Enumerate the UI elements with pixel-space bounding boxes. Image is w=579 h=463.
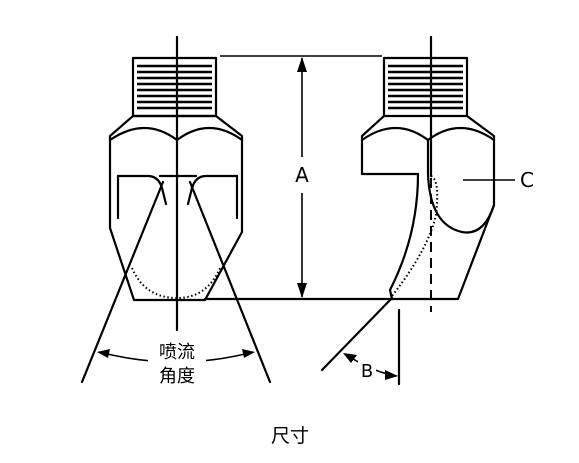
- right-nozzle-side-view: B C: [320, 35, 534, 386]
- right-spray-line: [320, 296, 394, 372]
- dim-a-arrow-top: [297, 57, 307, 72]
- dim-b-arrow-right: [385, 370, 398, 380]
- right-hex-chamfer: [360, 127, 496, 142]
- right-hex-right: [456, 114, 496, 301]
- dim-a-arrow-bottom: [297, 283, 307, 298]
- spray-line-left: [80, 180, 165, 384]
- diagram-caption: 尺寸: [271, 425, 309, 447]
- left-nozzle-front-view: 喷流 角度: [80, 35, 272, 387]
- spray-angle-label-2: 角度: [159, 366, 195, 387]
- dim-c-label: C: [520, 168, 534, 192]
- left-deflector-left: [116, 174, 168, 206]
- right-deflector-outer: [426, 172, 496, 234]
- dim-b-label: B: [361, 361, 373, 382]
- left-deflector-right: [186, 174, 239, 206]
- dim-b-arrow-left: [343, 353, 357, 363]
- spray-angle-arrow-left: [97, 349, 110, 358]
- right-hex-left: [360, 114, 420, 176]
- right-thread-fitting: [382, 56, 469, 118]
- right-deflector-dotted: [391, 175, 439, 297]
- left-hex-chamfer: [108, 127, 244, 142]
- left-orifice-dotted: [131, 267, 221, 300]
- dimension-a: A: [203, 55, 460, 301]
- right-deflector-inner: [388, 172, 420, 301]
- spray-angle-label-1: 喷流: [159, 342, 195, 363]
- left-thread-fitting: [131, 56, 218, 118]
- dim-a-label: A: [295, 163, 309, 187]
- right-thread-outline: [382, 56, 469, 118]
- spray-angle-arrow-right: [242, 349, 255, 358]
- spray-line-right: [188, 180, 272, 384]
